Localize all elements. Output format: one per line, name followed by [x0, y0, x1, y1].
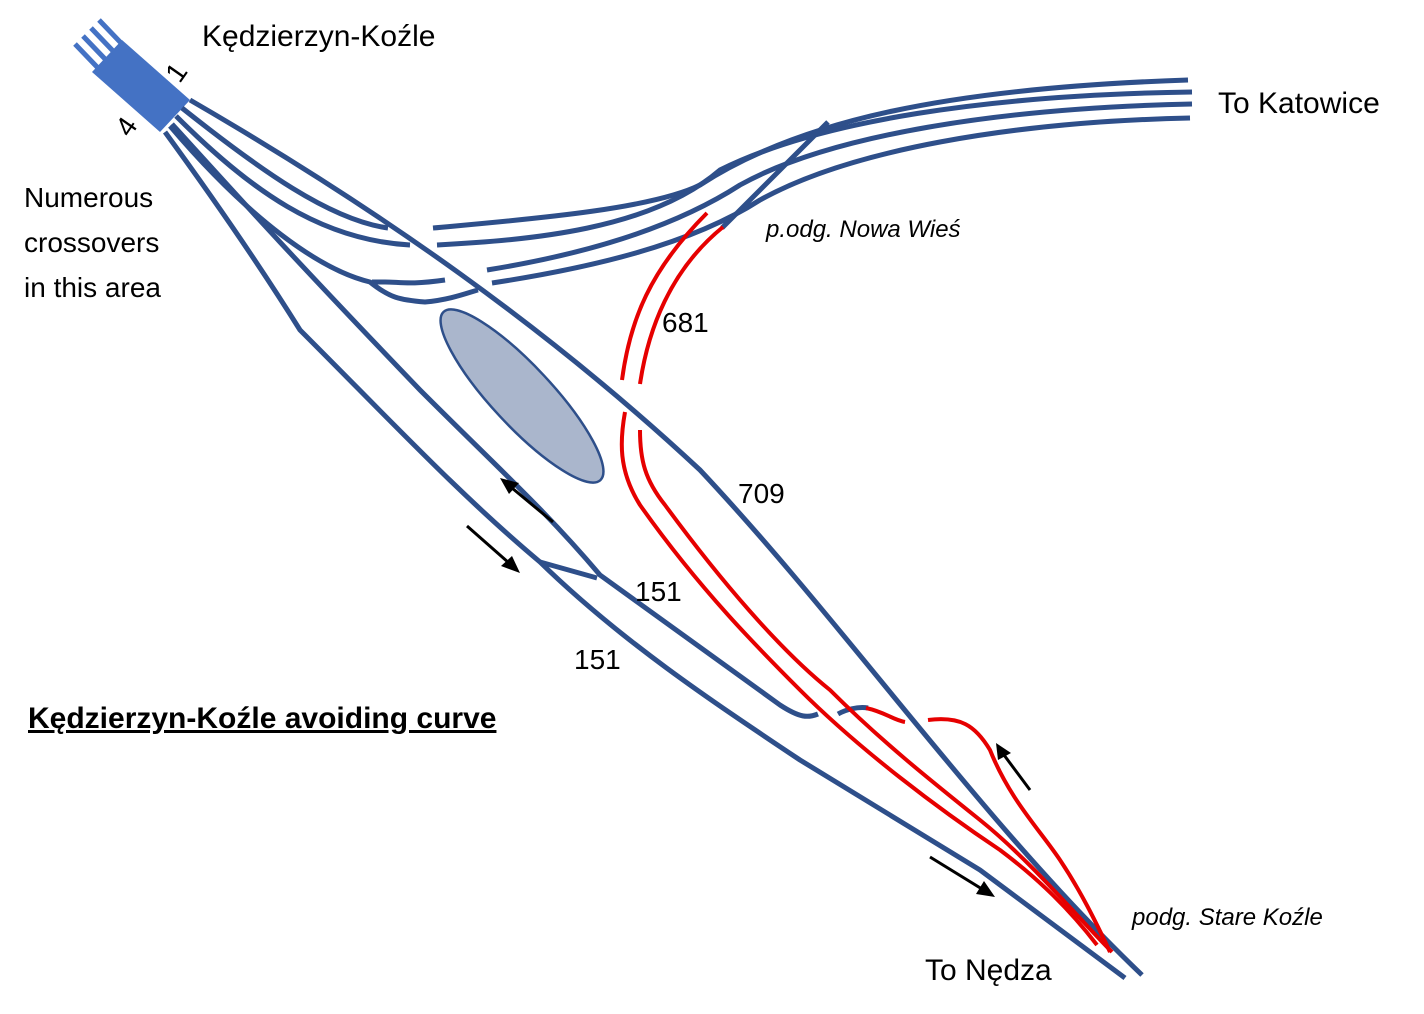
crossovers-note-line3: in this area: [24, 272, 161, 303]
curve-681-east-upper: [638, 225, 725, 385]
line-151-upper-label: 151: [635, 576, 682, 607]
track-nowa-wies-link: [720, 120, 830, 230]
crossovers-note-line1: Numerous: [24, 182, 153, 213]
track-151-outer: [170, 122, 819, 719]
island-platform: [439, 308, 605, 484]
curve-681-west-lower: [619, 411, 1099, 947]
track-151-inner: [162, 130, 1127, 981]
curve-681-east-lower: [638, 429, 1114, 954]
platform-stubs: [73, 18, 124, 70]
to-katowice-label: To Katowice: [1218, 87, 1380, 120]
avoiding-curve: [619, 211, 1114, 954]
line-681-label: 681: [662, 307, 709, 338]
to-nedza-label: To Nędza: [925, 954, 1052, 987]
track-katowice-3: [486, 101, 1193, 273]
arrow-up-left-icon: [500, 478, 554, 524]
track-crossover-2: [174, 114, 411, 248]
diagram-title: Kędzierzyn-Koźle avoiding curve: [28, 702, 496, 735]
line-709-label: 709: [738, 478, 785, 509]
station-block: [73, 18, 190, 132]
curve-stare-kozle-branch: [927, 717, 1112, 953]
line-151-lower-label: 151: [574, 644, 621, 675]
direction-arrows: [466, 478, 1032, 897]
track-katowice-4: [491, 115, 1191, 286]
station-building: [92, 40, 190, 132]
platform-4-label: 4: [109, 111, 143, 142]
nowa-wies-junction-label: p.odg. Nowa Wieś: [765, 216, 961, 243]
arrow-down-right-icon: [929, 855, 995, 897]
crossovers-note-line2: crossovers: [24, 227, 159, 258]
track-crossover-1: [180, 106, 389, 231]
track-crossover-3: [168, 124, 479, 305]
arrow-down-right-icon: [466, 524, 520, 573]
station-name-label: Kędzierzyn-Koźle: [202, 20, 435, 53]
track-katowice-2: [436, 89, 1193, 248]
curve-681-west-upper: [620, 211, 709, 381]
track-709: [188, 97, 1144, 977]
arrow-up-left-icon: [996, 743, 1032, 791]
blue-tracks: [162, 77, 1193, 981]
curve-stare-kozle-link: [865, 706, 906, 724]
track-crossover-4: [372, 277, 446, 286]
track-151-link: [539, 559, 598, 581]
stare-kozle-junction-label: podg. Stare Koźle: [1131, 904, 1323, 931]
